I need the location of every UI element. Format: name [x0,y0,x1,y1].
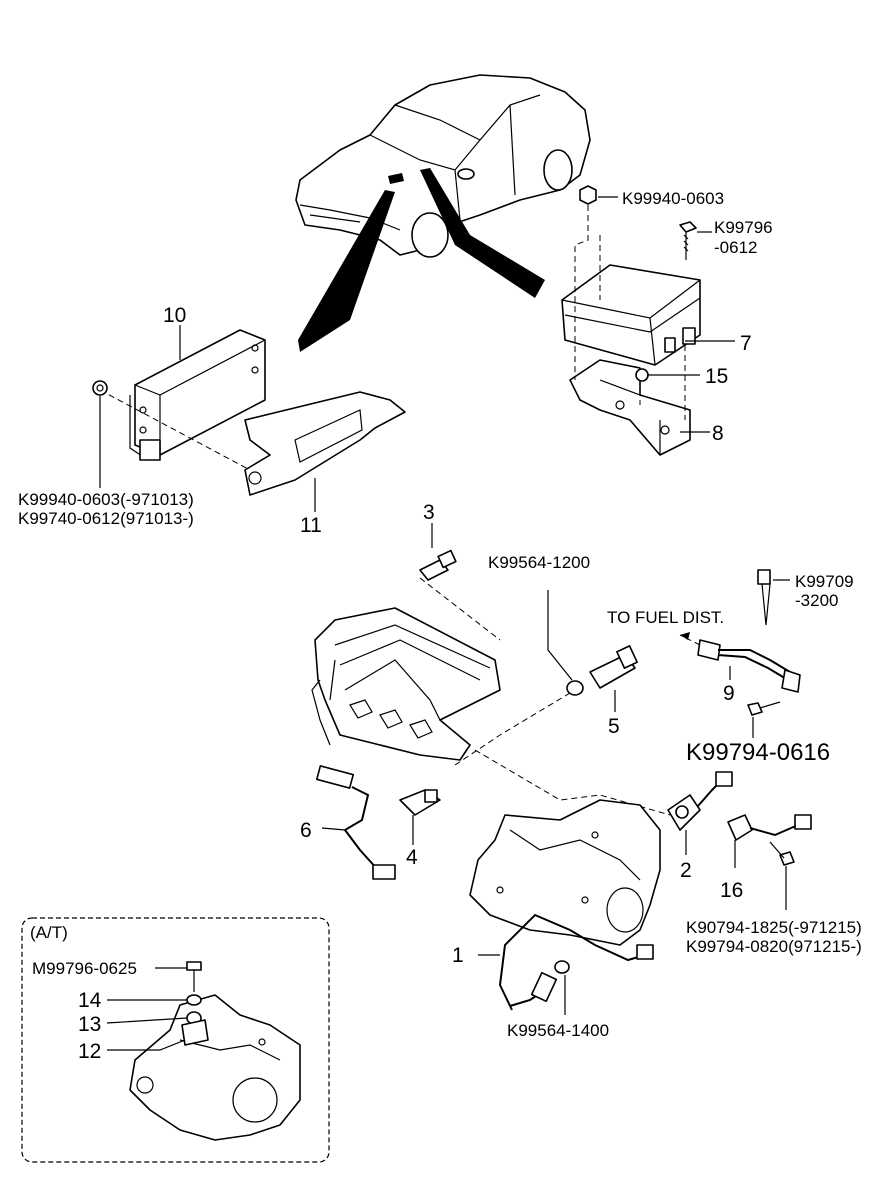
sensor-9-harness [679,632,801,693]
label-k99709-line2: -3200 [795,591,838,610]
sensor-3 [419,549,457,581]
label-k99794-0820: K99794-0820(971215-) [686,937,862,956]
washer-icon [566,680,584,696]
label-part-4: 4 [406,846,418,869]
label-part-13: 13 [78,1013,101,1036]
bolt-icon [679,221,697,260]
cable-tie-icon [757,569,771,626]
label-part-2: 2 [680,859,692,882]
ecu-bracket [99,389,406,496]
label-part-7: 7 [740,332,752,355]
washer-icon-2 [554,960,570,974]
label-part-11: 11 [300,514,322,537]
ecu-module [129,329,266,461]
nut-icon-2 [579,185,597,205]
sensor-2 [667,771,733,831]
label-to-fuel-dist: TO FUEL DIST. [607,608,724,627]
label-k99794-0616: K99794-0616 [686,739,830,766]
sensor-5 [589,645,638,689]
label-part-16: 16 [720,879,743,902]
at-transmission [129,994,301,1141]
transmission [469,799,661,946]
label-k99740-971013: K99740-0612(971013-) [18,509,194,528]
label-part-1: 1 [452,944,464,967]
label-k99564-1200: K99564-1200 [488,553,590,572]
at-washer-icon [186,994,202,1006]
label-m99796-0625: M99796-0625 [32,959,137,978]
label-part-14: 14 [78,989,102,1012]
label-k99796-line1: K99796 [714,218,773,237]
nut-icon [92,380,108,396]
bolt-icon-3 [769,841,795,866]
engine-block [311,607,501,761]
label-part-8: 8 [712,422,724,445]
label-k99709-line1: K99709 [795,572,854,591]
label-at: (A/T) [30,923,68,942]
label-part-9: 9 [723,682,735,705]
relay-bracket [569,359,691,456]
at-bolt-icon [186,961,202,992]
label-part-15: 15 [705,365,728,388]
label-part-10: 10 [163,304,186,327]
relay-box [561,264,701,366]
car-illustration [295,74,591,352]
label-k99564-1400: K99564-1400 [507,1021,609,1040]
label-k99940-0603: K99940-0603 [622,189,724,208]
label-part-6: 6 [300,819,312,842]
label-k99940-971013: K99940-0603(-971013) [18,490,194,509]
bolt-icon-2 [747,701,781,716]
at-inset-frame [21,917,330,1163]
sensor-6 [315,765,396,880]
label-k90794-1825: K90794-1825(-971215) [686,918,862,937]
sensor-4 [399,789,441,816]
sensor-16 [727,814,812,841]
label-part-12: 12 [78,1040,101,1063]
label-part-3: 3 [423,501,435,524]
label-part-5: 5 [608,715,620,738]
label-k99796-line2: -0612 [714,238,757,257]
sensor-1 [498,913,654,1011]
